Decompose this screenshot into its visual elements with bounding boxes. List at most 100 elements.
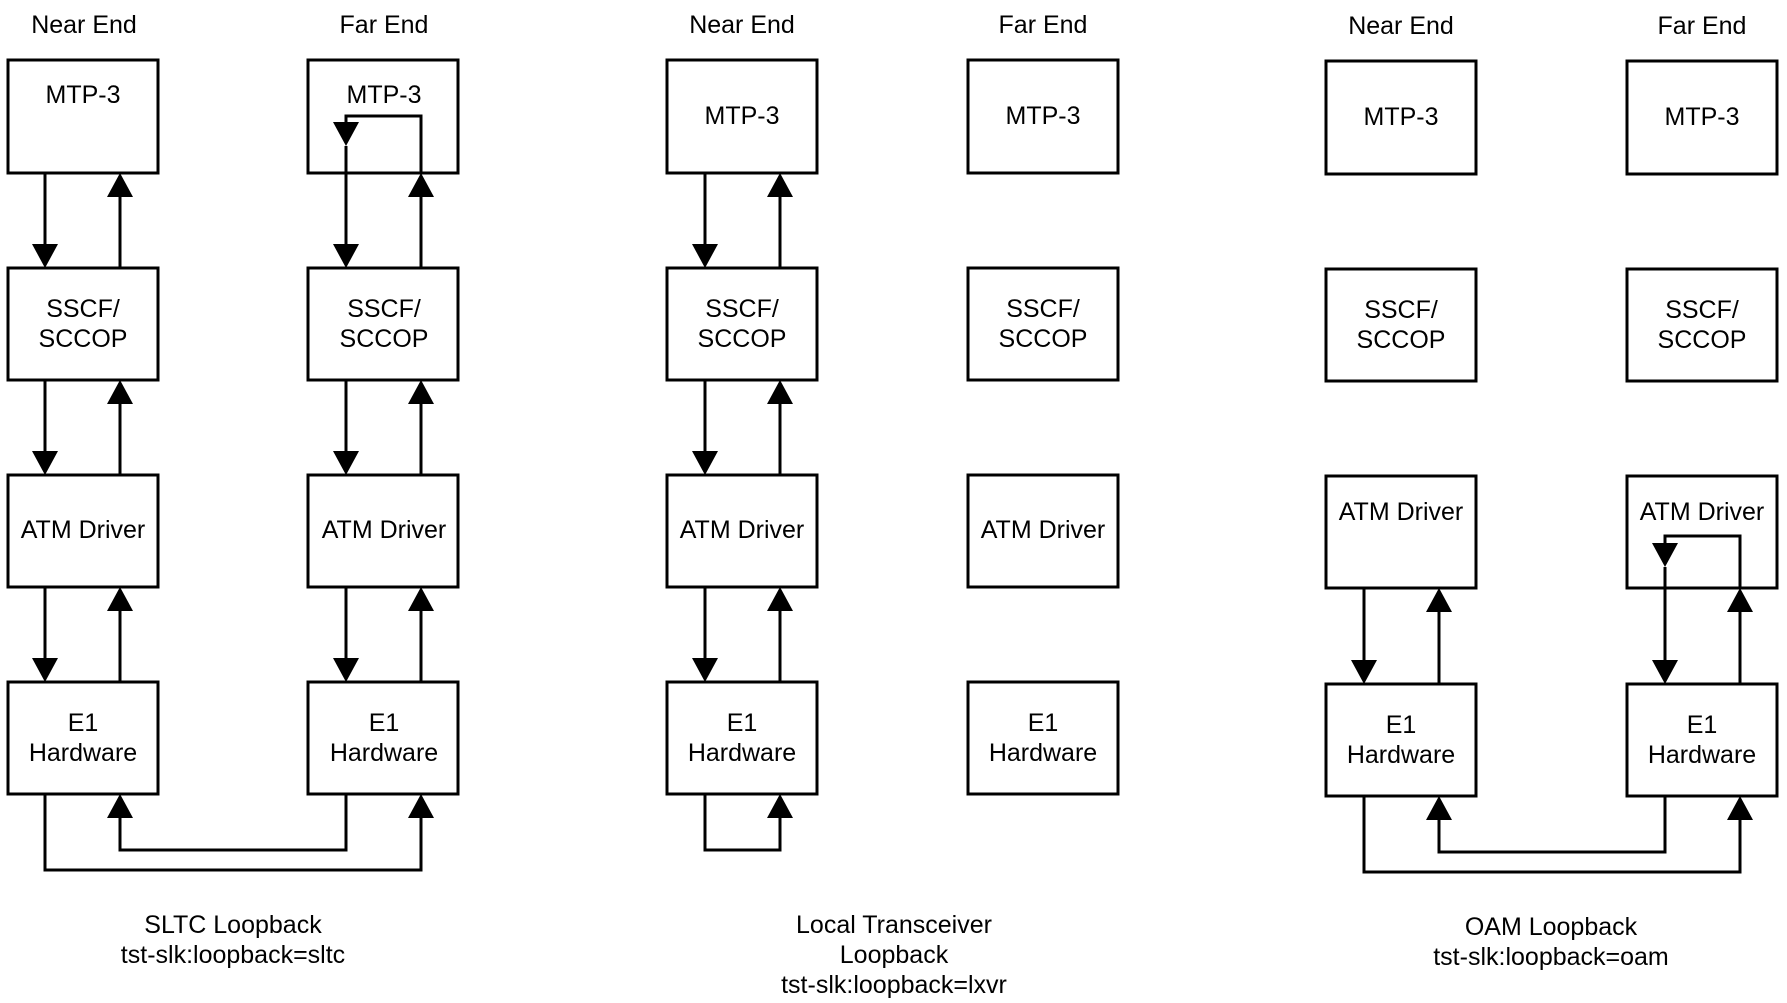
lxvr-far-sscf-box — [966, 266, 1120, 382]
oam-far-atm-loop — [1663, 534, 1742, 588]
lxvr-near-e1-box — [665, 680, 819, 796]
sltc-far-mtp3-loop — [344, 114, 423, 173]
oam-far-atm-loop-head — [1652, 543, 1678, 567]
sltc-loopback-group: Near End Far End MTP-3 SSCF/ SCCOP ATM D… — [6, 11, 460, 969]
oam-near-hardware-label: Hardware — [1347, 741, 1455, 769]
lxvr-near-e1-label: E1 — [727, 709, 758, 737]
sltc-near-atm-label: ATM Driver — [21, 516, 146, 544]
lxvr-near-sscf-box — [665, 266, 819, 382]
sltc-far-end-header: Far End — [340, 11, 429, 39]
lxvr-near-up-arrow-1-head — [767, 173, 793, 197]
lxvr-caption-title: Local Transceiver — [796, 911, 992, 939]
oam-far-atm-box — [1625, 474, 1779, 590]
lxvr-far-mtp3-box — [966, 58, 1120, 175]
oam-far-sccop-label: SCCOP — [1658, 326, 1747, 354]
sltc-far-up-arrow-2-head — [408, 380, 434, 404]
sltc-near-down-arrow-2-head — [32, 451, 58, 475]
lxvr-loopback-group: Near End Far End MTP-3 SSCF/ SCCOP ATM D… — [665, 11, 1120, 999]
oam-far-sscf-label: SSCF/ — [1665, 296, 1739, 324]
sltc-far-up-arrow-1-head — [408, 173, 434, 197]
oam-near-sccop-label: SCCOP — [1357, 326, 1446, 354]
sltc-near-e1-box — [6, 680, 160, 796]
sltc-near-up-arrow-1-head — [107, 173, 133, 197]
oam-far-to-near-link — [1437, 796, 1667, 854]
oam-loopback-group: Near End Far End MTP-3 SSCF/ SCCOP ATM D… — [1324, 12, 1779, 971]
oam-near-e1-label: E1 — [1386, 711, 1417, 739]
sltc-near-end-header: Near End — [31, 11, 137, 39]
sltc-far-sccop-label: SCCOP — [340, 325, 429, 353]
sltc-near-mtp3-label: MTP-3 — [46, 81, 121, 109]
oam-caption-command: tst-slk:loopback=oam — [1433, 943, 1669, 971]
oam-far-mtp3-label: MTP-3 — [1665, 103, 1740, 131]
oam-far-e1-label: E1 — [1687, 711, 1718, 739]
oam-far-mtp3-box — [1625, 59, 1779, 176]
sltc-far-down-arrow-3-head — [333, 658, 359, 682]
sltc-near-hardware-label: Hardware — [29, 739, 137, 767]
sltc-far-down-arrow-1-head — [333, 244, 359, 268]
sltc-near-up-arrow-3-head — [107, 587, 133, 611]
sltc-near-up-arrow-2-head — [107, 380, 133, 404]
lxvr-near-down-arrow-1-head — [692, 244, 718, 268]
lxvr-far-atm-box — [966, 473, 1120, 589]
oam-near-end-header: Near End — [1348, 12, 1454, 40]
lxvr-transceiver-loop — [703, 794, 782, 852]
lxvr-near-hardware-label: Hardware — [688, 739, 796, 767]
sltc-far-to-near-link-head — [107, 794, 133, 818]
lxvr-transceiver-loop-head — [767, 794, 793, 818]
oam-near-atm-box — [1324, 474, 1478, 590]
sltc-far-hardware-label: Hardware — [330, 739, 438, 767]
oam-near-sscf-box — [1324, 267, 1478, 383]
lxvr-caption-command: tst-slk:loopback=lxvr — [781, 971, 1007, 999]
sltc-far-e1-label: E1 — [369, 709, 400, 737]
oam-far-end-header: Far End — [1658, 12, 1747, 40]
lxvr-far-mtp3-label: MTP-3 — [1006, 102, 1081, 130]
sltc-near-to-far-link — [43, 794, 423, 872]
lxvr-near-end-header: Near End — [689, 11, 795, 39]
lxvr-far-sccop-label: SCCOP — [999, 325, 1088, 353]
oam-near-mtp3-box — [1324, 59, 1478, 176]
sltc-near-down-arrow-3-head — [32, 658, 58, 682]
oam-near-up-arrow-head — [1426, 588, 1452, 612]
lxvr-near-mtp3-box — [665, 58, 819, 175]
lxvr-near-up-arrow-3-head — [767, 587, 793, 611]
oam-far-up-arrow-head — [1727, 588, 1753, 612]
lxvr-near-down-arrow-2-head — [692, 451, 718, 475]
lxvr-far-end-header: Far End — [999, 11, 1088, 39]
sltc-near-atm-box — [6, 473, 160, 589]
sltc-near-down-arrow-1-head — [32, 244, 58, 268]
oam-caption-title: OAM Loopback — [1465, 913, 1638, 941]
oam-far-hardware-label: Hardware — [1648, 741, 1756, 769]
oam-far-down-arrow-head — [1652, 660, 1678, 684]
lxvr-far-e1-label: E1 — [1028, 709, 1059, 737]
sltc-far-atm-box — [306, 473, 460, 589]
sltc-far-down-arrow-2-head — [333, 451, 359, 475]
oam-far-to-near-link-head — [1426, 796, 1452, 820]
sltc-near-sscf-label: SSCF/ — [46, 295, 120, 323]
sltc-near-e1-label: E1 — [68, 709, 99, 737]
oam-far-sscf-box — [1625, 267, 1779, 383]
lxvr-near-atm-box — [665, 473, 819, 589]
lxvr-far-e1-box — [966, 680, 1120, 796]
sltc-caption-title: SLTC Loopback — [144, 911, 322, 939]
oam-far-e1-box — [1625, 682, 1779, 798]
oam-near-sscf-label: SSCF/ — [1364, 296, 1438, 324]
sltc-far-atm-label: ATM Driver — [322, 516, 447, 544]
lxvr-near-mtp3-label: MTP-3 — [705, 102, 780, 130]
sltc-far-sscf-label: SSCF/ — [347, 295, 421, 323]
sltc-far-up-arrow-3-head — [408, 587, 434, 611]
sltc-far-mtp3-label: MTP-3 — [347, 81, 422, 109]
lxvr-far-sscf-label: SSCF/ — [1006, 295, 1080, 323]
sltc-caption-command: tst-slk:loopback=sltc — [121, 941, 345, 969]
sltc-far-sscf-box — [306, 266, 460, 382]
sltc-near-sccop-label: SCCOP — [39, 325, 128, 353]
sltc-far-mtp3-loop-head — [333, 122, 359, 146]
lxvr-caption-subtitle: Loopback — [840, 941, 949, 969]
sltc-near-sscf-box — [6, 266, 160, 382]
oam-near-atm-label: ATM Driver — [1339, 498, 1464, 526]
lxvr-far-atm-label: ATM Driver — [981, 516, 1106, 544]
oam-near-to-far-link — [1362, 796, 1742, 874]
oam-far-atm-label: ATM Driver — [1640, 498, 1765, 526]
oam-near-mtp3-label: MTP-3 — [1364, 103, 1439, 131]
lxvr-near-atm-label: ATM Driver — [680, 516, 805, 544]
